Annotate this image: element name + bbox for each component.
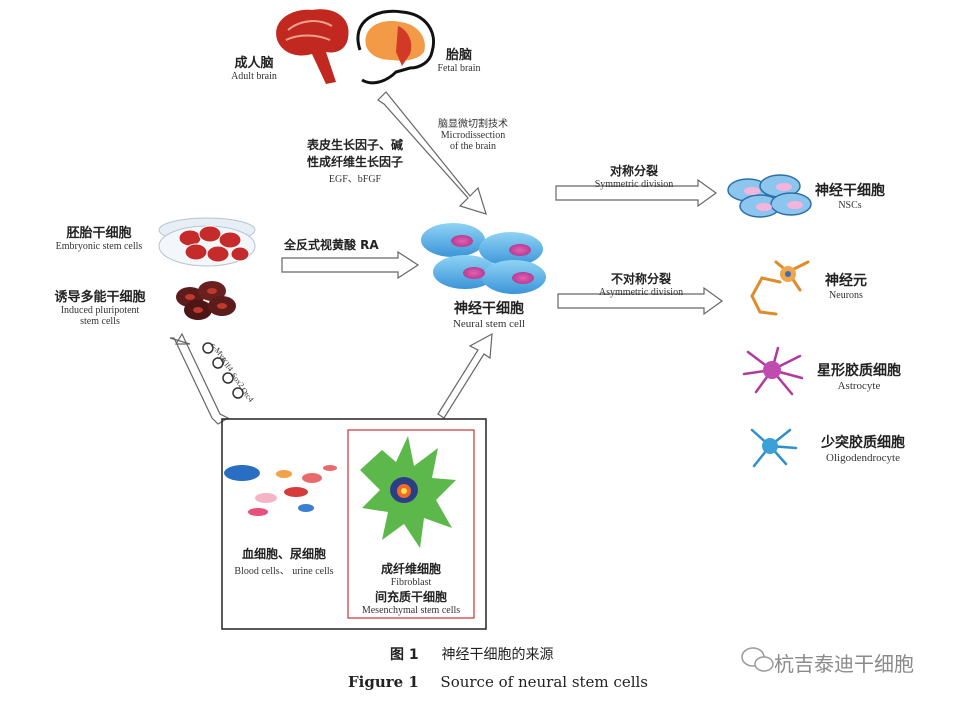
retinoic-acid-arrow: [281, 250, 420, 280]
blood-cells-image: [224, 465, 337, 516]
fibroblast-image: [360, 436, 456, 548]
embryonic-label: 胚胎干细胞 Embryonic stem cells: [34, 222, 164, 252]
ipsc-zh: 诱导多能干细胞: [54, 290, 146, 305]
fibroblast-label: 成纤维细胞 Fibroblast 间充质干细胞 Mesenchymal stem…: [348, 560, 474, 616]
blood-cells-en: Blood cells、 urine cells: [234, 566, 334, 577]
fetal-brain-en: Fetal brain: [437, 63, 481, 74]
asymmetric-zh: 不对称分裂: [610, 272, 671, 286]
caption-title-zh: 神经干细胞的来源: [441, 647, 554, 663]
growth-factors-label: 表皮生长因子、碱 性成纤维生长因子 EGF、bFGF: [290, 136, 420, 185]
nsc-cluster-image: [727, 174, 812, 218]
outcome-nsc-zh: 神经干细胞: [815, 183, 885, 199]
fibroblast-inner-box: [347, 429, 475, 619]
outcome-astrocyte-label: 星形胶质细胞 Astrocyte: [804, 360, 914, 392]
embryonic-en: Embryonic stem cells: [55, 241, 143, 252]
outcome-oligo-en: Oligodendrocyte: [826, 452, 900, 464]
center-en: Neural stem cell: [452, 318, 526, 330]
caption-label-en: Figure 1: [348, 673, 419, 691]
center-up-arrow: [437, 332, 493, 419]
adult-brain-label: 成人脑 Adult brain: [214, 52, 294, 82]
outcome-astrocyte-zh: 星形胶质细胞: [817, 363, 901, 379]
outcome-neuron-zh: 神经元: [825, 273, 867, 289]
outcome-neuron-label: 神经元 Neurons: [800, 270, 892, 301]
blood-cells-zh: 血细胞、尿细胞: [241, 547, 326, 561]
center-zh: 神经干细胞: [454, 301, 524, 317]
retinoic-acid-label: 全反式视黄酸 RA: [284, 236, 424, 253]
outcome-nsc-en: NSCs: [838, 200, 862, 211]
ipsc-en2: stem cells: [80, 316, 120, 327]
microdissection-arrow: [377, 91, 487, 215]
growth-factors-en: EGF、bFGF: [328, 174, 382, 185]
caption-label-zh: 图 1: [390, 647, 419, 663]
wechat-icon: [741, 647, 774, 672]
watermark-text: 杭吉泰迪干细胞: [774, 652, 914, 676]
microdissection-en1: Microdissection: [440, 130, 506, 141]
adult-brain-zh: 成人脑: [234, 56, 274, 71]
symmetric-zh: 对称分裂: [609, 164, 658, 178]
ipsc-up-arrow: [169, 332, 230, 425]
oligodendrocyte-image: [750, 428, 798, 468]
outcome-neuron-en: Neurons: [829, 290, 863, 301]
blood-cells-label: 血细胞、尿细胞 Blood cells、 urine cells: [222, 545, 346, 577]
msc-en: Mesenchymal stem cells: [361, 605, 461, 616]
outcome-astrocyte-en: Astrocyte: [837, 380, 881, 392]
fetal-brain-image: [356, 9, 435, 85]
msc-zh: 间充质干细胞: [374, 590, 447, 604]
center-label: 神经干细胞 Neural stem cell: [424, 298, 554, 330]
microdissection-label: 脑显微切割技术 Microdissection of the brain: [418, 115, 528, 152]
retinoic-acid-zh: 全反式视黄酸 RA: [284, 238, 379, 252]
center-nsc-image: [421, 223, 546, 294]
caption-en: Figure 1 Source of neural stem cells: [348, 673, 648, 691]
embryonic-zh: 胚胎干细胞: [66, 226, 132, 241]
fetal-brain-label: 胎脑 Fetal brain: [424, 44, 494, 74]
fibroblast-en: Fibroblast: [390, 577, 432, 588]
adult-brain-image: [276, 9, 349, 84]
symmetric-label: 对称分裂 Symmetric division: [572, 162, 696, 190]
symmetric-division-arrow: [555, 178, 718, 208]
asymmetric-en: Asymmetric division: [598, 287, 684, 298]
factor-circles: [202, 342, 244, 399]
source-cells-box: [221, 418, 487, 630]
outcome-oligo-zh: 少突胶质细胞: [821, 435, 905, 451]
symmetric-en: Symmetric division: [594, 179, 674, 190]
adult-brain-en: Adult brain: [231, 71, 277, 82]
caption-title-en: Source of neural stem cells: [440, 673, 648, 691]
ipsc-en1: Induced pluripotent: [60, 305, 140, 316]
microdissection-en2: of the brain: [449, 141, 497, 152]
embryonic-cells-image: [158, 217, 256, 267]
outcome-oligo-label: 少突胶质细胞 Oligodendrocyte: [798, 432, 928, 464]
ipsc-label: 诱导多能干细胞 Induced pluripotent stem cells: [30, 286, 170, 327]
growth-factors-zh1: 表皮生长因子、碱: [306, 138, 403, 152]
asymmetric-division-arrow: [557, 286, 724, 316]
astrocyte-image: [742, 346, 804, 396]
ipsc-image: [176, 281, 236, 320]
fibroblast-zh: 成纤维细胞: [380, 562, 441, 576]
caption-zh: 图 1 神经干细胞的来源: [390, 644, 554, 664]
neuron-image: [750, 260, 810, 316]
fetal-brain-zh: 胎脑: [445, 48, 472, 63]
asymmetric-label: 不对称分裂 Asymmetric division: [576, 270, 706, 298]
outcome-nsc-label: 神经干细胞 NSCs: [800, 180, 900, 211]
growth-factors-zh2: 性成纤维生长因子: [306, 155, 403, 169]
microdissection-zh: 脑显微切割技术: [438, 119, 508, 130]
